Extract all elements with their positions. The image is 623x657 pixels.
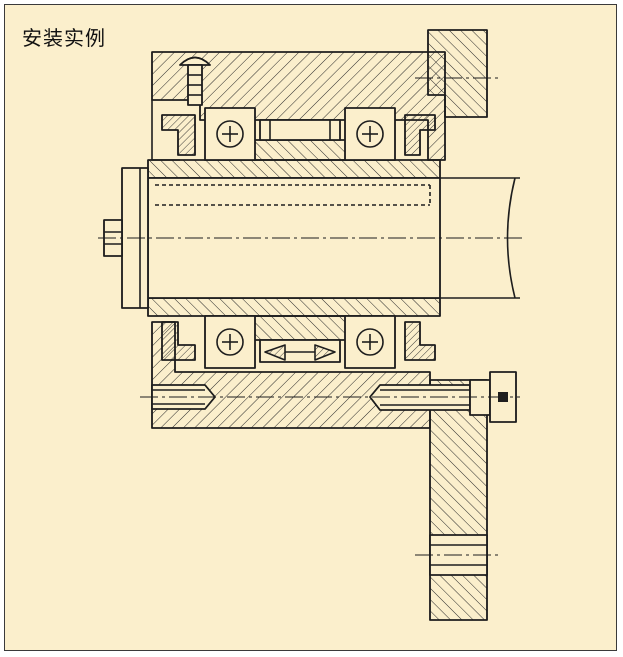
sprag-cage-upper — [259, 119, 341, 141]
bearing-upper-right — [344, 107, 396, 161]
seal-upper-right — [404, 114, 436, 156]
center-lines — [98, 77, 525, 556]
diagram-title: 安装实例 — [22, 26, 106, 50]
seal-upper-left — [161, 114, 196, 156]
grease-screw — [179, 56, 211, 106]
seal-lower-left — [161, 321, 196, 361]
seal-lower-right — [404, 321, 436, 361]
bearing-lower-right — [344, 315, 396, 369]
inner-sleeve-lower — [147, 297, 441, 341]
bearing-upper-left — [204, 107, 256, 161]
bearing-lower-left — [204, 315, 256, 369]
sprocket-plate-lower — [429, 379, 488, 621]
sprag-cage-lower — [259, 339, 341, 363]
